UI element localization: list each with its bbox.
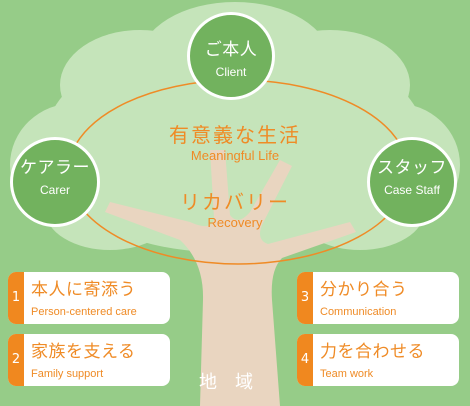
recovery-label: リカバリー Recovery (135, 190, 335, 231)
card-title-en: Family support (31, 368, 104, 380)
card-title-en: Team work (320, 368, 374, 380)
client-label-jp: ご本人 (204, 40, 258, 60)
card-number: 1 (8, 272, 24, 324)
card-title-jp: 力を合わせる (320, 342, 425, 362)
card-number: 3 (297, 272, 313, 324)
recovery-jp: リカバリー (180, 190, 290, 214)
principle-card-family-support: 2 家族を支える Family support (8, 334, 170, 386)
case-staff-label-jp: スタッフ (377, 158, 447, 178)
meaningful-life-jp: 有意義な生活 (169, 123, 301, 147)
principle-card-person-centered: 1 本人に寄添う Person-centered care (8, 272, 170, 324)
card-title-jp: 分かり合う (320, 280, 408, 300)
tree-trunk (105, 150, 356, 406)
card-number: 4 (297, 334, 313, 386)
card-title-en: Communication (320, 306, 397, 318)
principle-card-communication: 3 分かり合う Communication (297, 272, 459, 324)
community-label: 地域 (199, 372, 271, 393)
carer-node: ケアラー Carer (10, 137, 100, 227)
client-label-en: Client (215, 65, 247, 79)
carer-label-en: Carer (39, 183, 70, 197)
card-title-jp: 家族を支える (31, 342, 136, 362)
card-title-jp: 本人に寄添う (31, 280, 136, 300)
card-number: 2 (8, 334, 24, 386)
meaningful-life-en: Meaningful Life (190, 148, 280, 163)
carer-label-jp: ケアラー (20, 158, 90, 178)
case-staff-label-en: Case Staff (384, 183, 440, 197)
principle-card-team-work: 4 力を合わせる Team work (297, 334, 459, 386)
client-node: ご本人 Client (187, 12, 275, 100)
card-title-en: Person-centered care (31, 306, 137, 318)
case-staff-node: スタッフ Case Staff (367, 137, 457, 227)
recovery-en: Recovery (207, 215, 263, 230)
meaningful-life-label: 有意義な生活 Meaningful Life (135, 123, 335, 164)
